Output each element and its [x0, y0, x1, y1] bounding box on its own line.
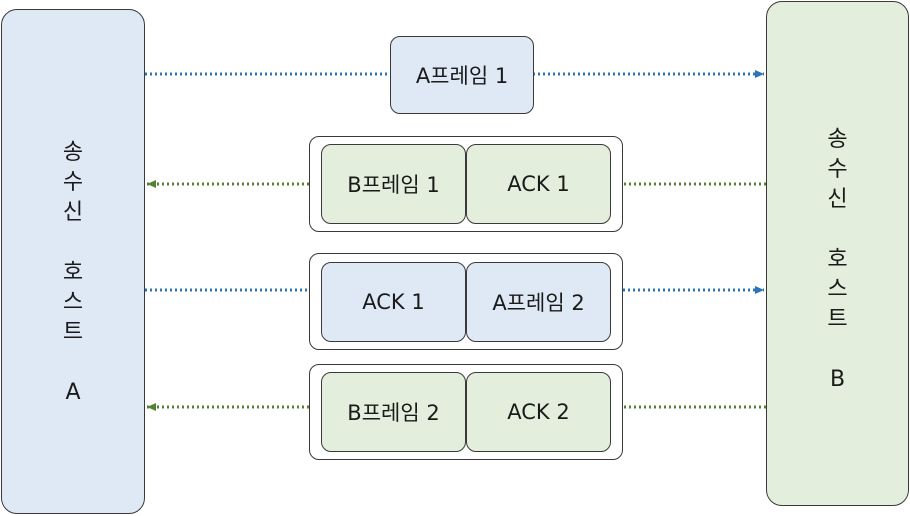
- frame-row4-left: B프레임 2: [321, 372, 466, 452]
- frame-row3-left: ACK 1: [321, 262, 466, 342]
- host-a-box: 송 수 신 호 스 트 A: [1, 9, 145, 514]
- frame-row3-right: A프레임 2: [466, 262, 611, 342]
- host-b-label: 송 수 신 호 스 트 B: [827, 127, 848, 392]
- frame-group-row4: B프레임 2 ACK 2: [309, 364, 623, 460]
- frame-group-row2: B프레임 1 ACK 1: [309, 136, 623, 232]
- frame-group-row3: ACK 1 A프레임 2: [309, 253, 623, 350]
- host-b-box: 송 수 신 호 스 트 B: [766, 1, 909, 506]
- frame-row1: A프레임 1: [390, 36, 534, 114]
- frame-row2-left: B프레임 1: [321, 144, 466, 224]
- frame-row4-right: ACK 2: [466, 372, 611, 452]
- frame-row2-right: ACK 1: [466, 144, 611, 224]
- host-a-label: 송 수 신 호 스 트 A: [62, 140, 84, 405]
